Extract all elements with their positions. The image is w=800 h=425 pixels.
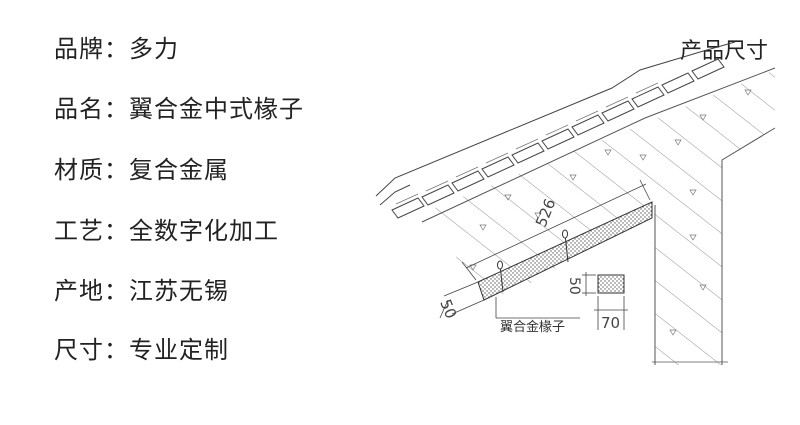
- rafter-cross-section: [582, 272, 628, 330]
- spec-material: 材质：复合金属: [54, 155, 229, 185]
- spec-separator: ：: [104, 277, 129, 305]
- spec-separator: ：: [104, 35, 129, 63]
- spec-size: 尺寸：专业定制: [54, 335, 229, 365]
- spec-value: 江苏无锡: [129, 277, 229, 305]
- spec-value: 专业定制: [129, 336, 229, 364]
- spec-process: 工艺：全数字化加工: [54, 216, 279, 246]
- spec-label: 品牌: [54, 35, 104, 63]
- part-leader: [495, 297, 580, 319]
- spec-separator: ：: [104, 217, 129, 245]
- spec-value: 翼合金中式椽子: [129, 95, 304, 123]
- spec-label: 品名: [54, 95, 104, 123]
- spec-origin: 产地：江苏无锡: [54, 276, 229, 306]
- roof-tiles: [375, 41, 736, 219]
- spec-label: 产地: [54, 277, 104, 305]
- alloy-rafter: [477, 201, 653, 301]
- roof-wall-section: [421, 67, 776, 365]
- dimension-length: [461, 179, 651, 281]
- spec-value: 复合金属: [129, 156, 229, 184]
- dimension-height-label: 50: [436, 297, 460, 321]
- fixing-screws: [497, 229, 569, 293]
- section-height-label: 50: [566, 277, 582, 295]
- spec-value: 全数字化加工: [129, 217, 279, 245]
- spec-separator: ：: [104, 336, 129, 364]
- filler-marks: [469, 89, 752, 336]
- part-label: 翼合金椽子: [500, 319, 565, 335]
- dimension-height: [439, 281, 485, 319]
- spec-label: 工艺: [54, 217, 104, 245]
- spec-separator: ：: [104, 95, 129, 123]
- spec-value: 多力: [129, 35, 179, 63]
- spec-label: 材质: [54, 156, 104, 184]
- section-width-label: 70: [601, 314, 620, 332]
- spec-product-name: 品名：翼合金中式椽子: [54, 94, 304, 124]
- spec-brand: 品牌：多力: [54, 34, 179, 64]
- spec-label: 尺寸: [54, 336, 104, 364]
- spec-separator: ：: [104, 156, 129, 184]
- product-size-title: 产品尺寸: [680, 39, 769, 64]
